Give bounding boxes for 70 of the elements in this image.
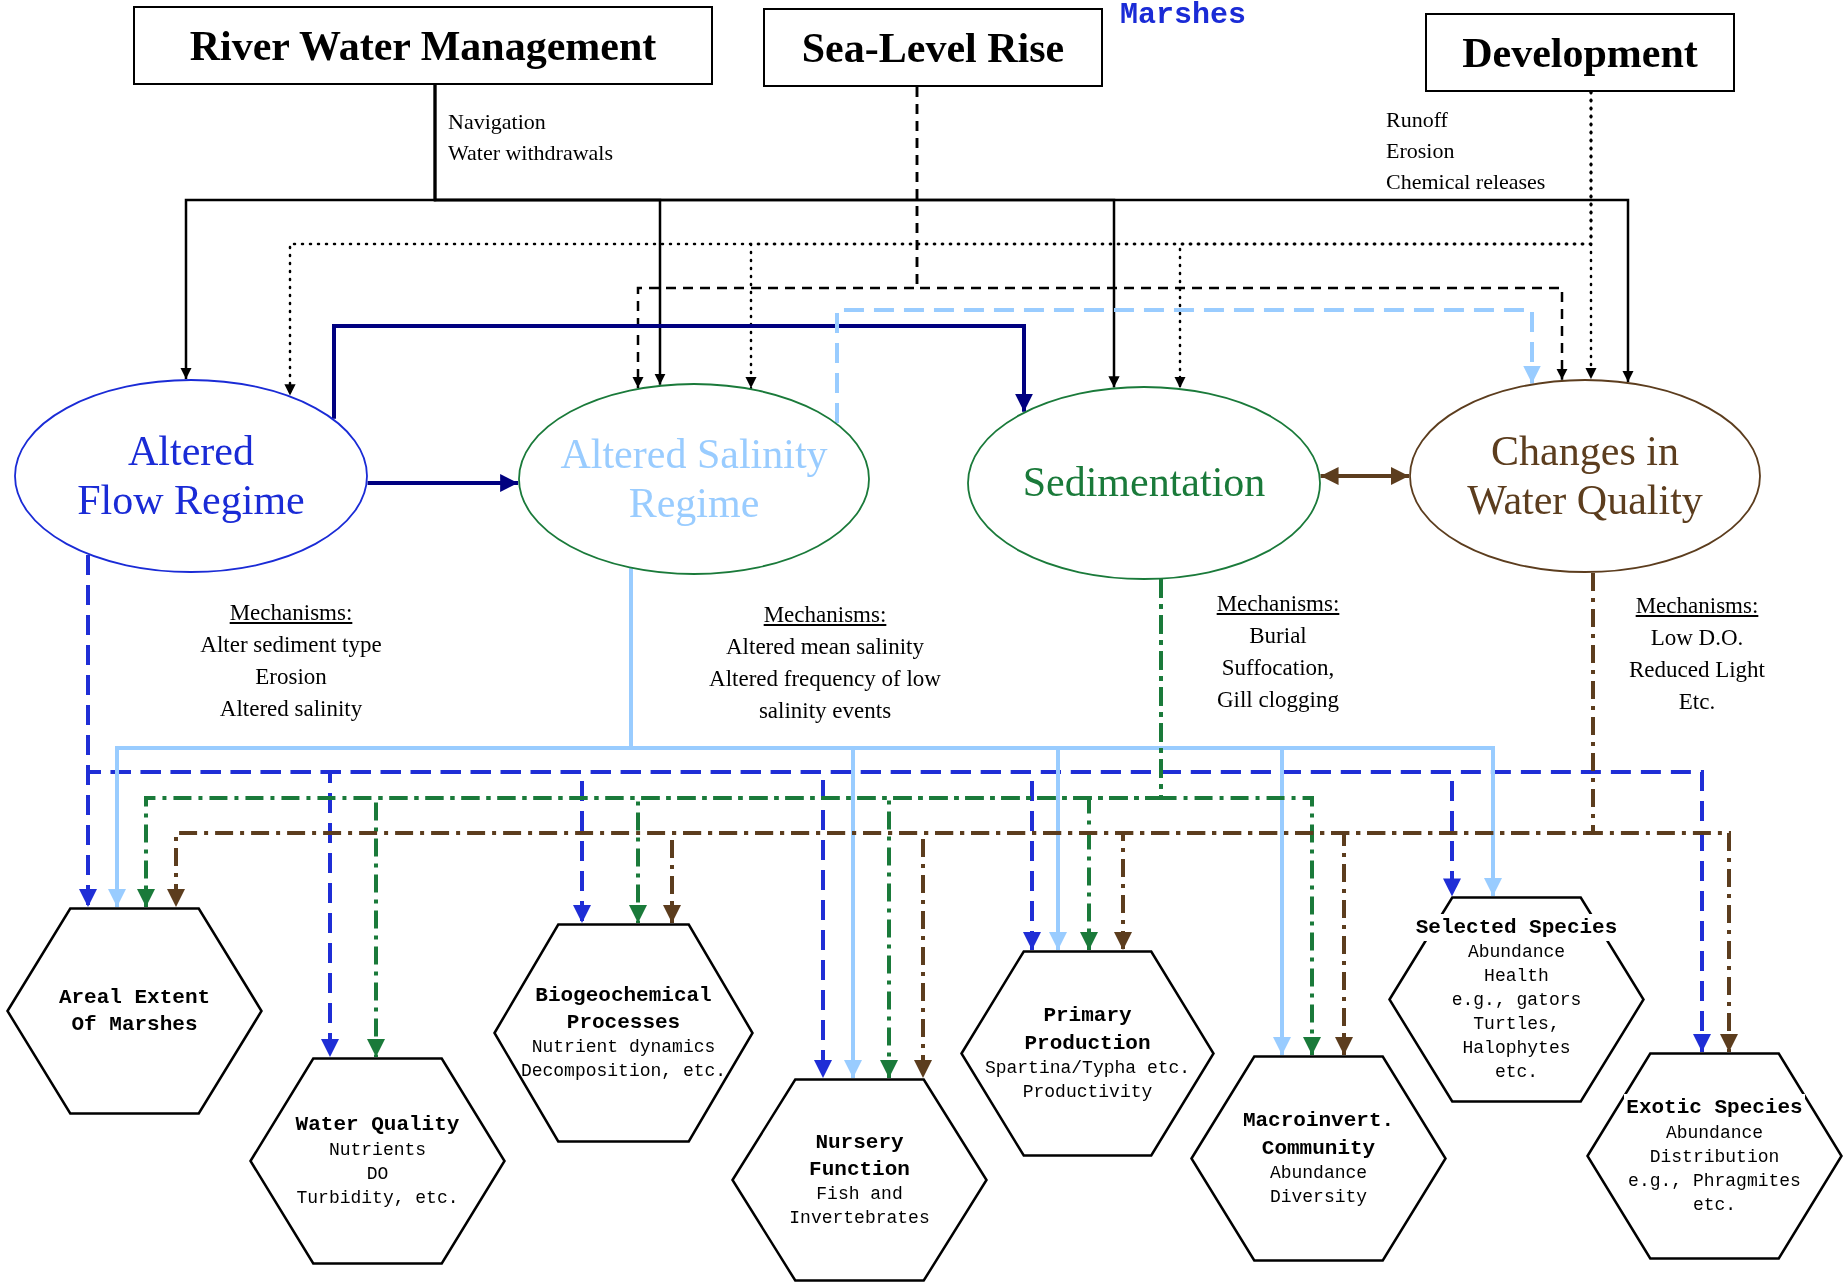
arrow: [915, 87, 1568, 380]
mechanism-text: Low D.O.: [1650, 624, 1744, 652]
ellipse-label: Changes in Water Quality: [1467, 426, 1703, 525]
hexagon-text: Abundance: [1269, 1161, 1368, 1185]
hexagon-text: DO: [366, 1162, 389, 1186]
pathway-text: Water withdrawals: [448, 139, 613, 167]
stressor-ellipse: [1409, 379, 1761, 573]
hexagon-text: Decomposition, etc.: [520, 1060, 727, 1084]
arrow: [835, 308, 1541, 424]
hexagon-text: e.g., Phragmites: [1628, 1169, 1801, 1193]
mechanism-text: Altered frequency of low salinity events: [708, 665, 942, 725]
ellipse-label: Altered Flow Regime: [77, 426, 305, 525]
mechanism-text: Suffocation,: [1221, 654, 1335, 682]
mechanism-text: Burial: [1249, 622, 1307, 650]
response-hexagon: [731, 1078, 988, 1282]
box-label: Sea-Level Rise: [801, 23, 1065, 72]
response-hexagon: [6, 907, 263, 1115]
hexagon-text: Fish and Invertebrates: [789, 1183, 930, 1231]
stressor-ellipse: [967, 386, 1321, 580]
hexagon-text: Abundance: [1467, 941, 1566, 965]
mechanisms-heading: Mechanisms:: [1216, 590, 1340, 618]
mechanism-text: Altered salinity: [219, 695, 363, 723]
driver-box: [133, 6, 713, 85]
box-label: River Water Management: [189, 21, 657, 70]
hexagon-text: Turtles,: [1473, 1013, 1560, 1037]
arrow: [367, 474, 519, 492]
hexagon-text: etc.: [1494, 1061, 1539, 1084]
hexagon-text: Abundance: [1665, 1121, 1764, 1145]
box-label: Development: [1462, 28, 1698, 77]
hexagon-text: etc.: [1692, 1193, 1737, 1217]
driver-box: [763, 8, 1103, 87]
hexagon-text: Distribution: [1649, 1145, 1780, 1169]
response-hexagon: [493, 923, 754, 1143]
stressor-ellipse: [14, 379, 368, 573]
response-hexagon: [960, 950, 1215, 1157]
mechanism-text: Alter sediment type: [200, 631, 382, 659]
response-hexagon: [249, 1057, 506, 1265]
pathway-text: Runoff: [1386, 106, 1448, 134]
response-hexagon: [1586, 1052, 1843, 1260]
mechanisms-heading: Mechanisms:: [229, 599, 353, 627]
hexagon-text: Nutrient dynamics: [531, 1036, 716, 1060]
hexagon-text: Productivity: [1022, 1080, 1153, 1104]
response-hexagon: [1190, 1055, 1447, 1262]
pathway-text: Erosion: [1386, 137, 1455, 165]
pathway-text: Chemical releases: [1386, 168, 1546, 196]
arrow: [433, 85, 1634, 382]
arrow: [1585, 90, 1597, 381]
arrow: [332, 324, 1033, 419]
hexagon-text: Turbidity, etc.: [296, 1186, 459, 1210]
ellipse-label: Altered Salinity Regime: [560, 429, 828, 528]
hexagon-text: Health: [1484, 965, 1549, 989]
hexagon-title: Selected Species: [1413, 914, 1620, 942]
stressor-ellipse: [518, 383, 870, 575]
hexagon-text: Diversity: [1269, 1185, 1368, 1209]
mechanism-text: Reduced Light: [1628, 656, 1765, 684]
mechanism-text: Gill clogging: [1217, 686, 1339, 714]
ellipse-label: Sedimentation: [1022, 458, 1266, 508]
mechanism-text: Erosion: [255, 663, 327, 691]
hexagon-text: Spartina/Typha etc.: [984, 1056, 1191, 1080]
mechanisms-heading: Mechanisms:: [763, 601, 887, 629]
mechanism-text: Altered mean salinity: [726, 633, 924, 661]
hexagon-text: Halophytes: [1462, 1037, 1571, 1061]
hexagon-text: Nutrients: [328, 1138, 427, 1162]
mechanisms-heading: Mechanisms:: [1635, 592, 1759, 620]
double-arrow: [1320, 467, 1409, 485]
pathway-text: Navigation: [448, 108, 546, 136]
driver-box: [1425, 13, 1735, 92]
heading-text: Marshes: [1120, 0, 1247, 30]
hexagon-text: e.g., gators: [1451, 989, 1582, 1013]
mechanism-text: Etc.: [1678, 688, 1716, 716]
